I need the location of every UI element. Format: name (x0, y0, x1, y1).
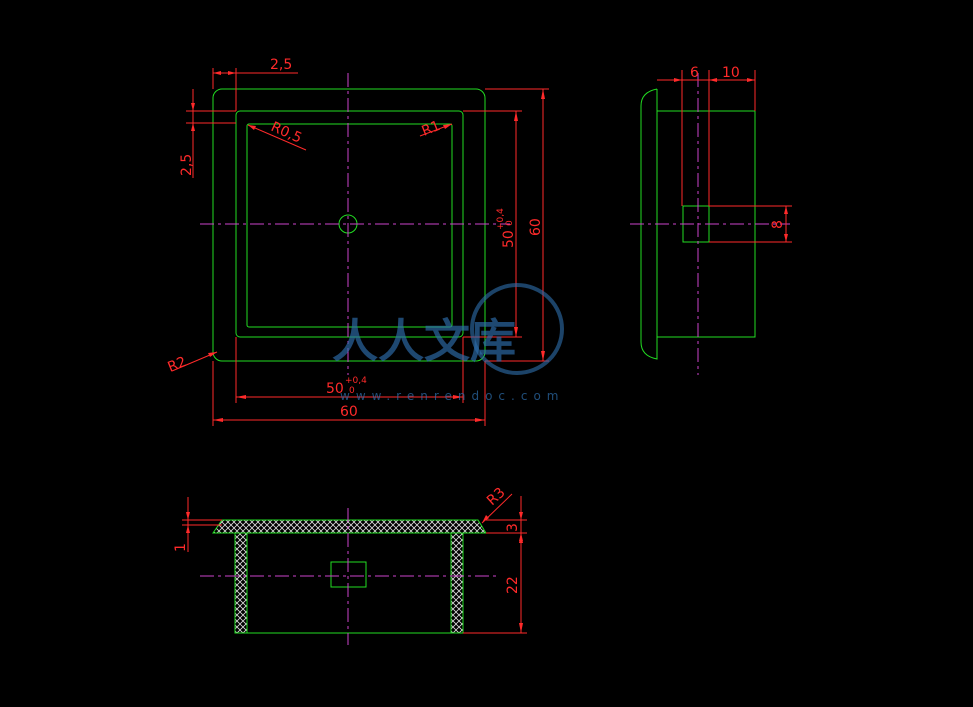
dim-inner-height: 50 +0,4 0 (463, 110, 522, 338)
radius-outer-corner: R2 (166, 351, 218, 376)
dim-outer-width-label: 60 (340, 404, 358, 420)
dim-side-top: 6 10 (657, 65, 756, 206)
dim-wall-top: 2,5 (212, 57, 298, 111)
dim-inner-width-tol-low: 0 (349, 386, 355, 396)
dim-wall-left-label: 2,5 (179, 154, 195, 176)
watermark-text: 人人文库 (332, 314, 516, 368)
dim-flange-thickness: 3 (486, 496, 527, 633)
watermark-ring (470, 283, 564, 375)
dim-inner-height-label: 50 (501, 230, 517, 248)
dim-flange-thickness-label: 3 (505, 523, 521, 532)
dim-boss-label: 8 (770, 220, 786, 229)
watermark: 人人文库 www.renrendoc.com (332, 283, 564, 403)
dim-inner-width-tol: +0,4 (345, 376, 367, 386)
dim-section-height-label: 22 (505, 576, 521, 594)
section-wall-left (234, 532, 248, 634)
side-flange-outline (640, 88, 658, 360)
dim-wall-offset: 1 (173, 497, 222, 552)
dim-wall-left: 2,5 (179, 89, 236, 178)
inner-opening (246, 123, 453, 328)
front-view: 2,5 2,5 R0,5 R1 R2 (166, 57, 549, 426)
dim-side-boss: 8 (709, 205, 792, 243)
dim-section-height: 22 (463, 533, 527, 634)
section-wall-right (450, 532, 464, 634)
dim-depth-label: 10 (722, 65, 740, 81)
dim-inner-height-tol: +0,4 (496, 208, 506, 230)
outer-outline (212, 88, 486, 362)
radius-flange: R3 (481, 485, 513, 524)
radius-inner-right-label: R1 (420, 118, 443, 140)
dim-wall-offset-label: 1 (173, 543, 189, 552)
watermark-url: www.renrendoc.com (340, 389, 564, 403)
dim-outer-height-label: 60 (528, 218, 544, 236)
radius-inner-corner-label: R0,5 (268, 119, 304, 147)
dim-wall-top-label: 2,5 (270, 57, 292, 73)
radius-outer-corner-label: R2 (166, 354, 189, 376)
radius-inner-right: R1 (420, 118, 453, 140)
dim-flange-label: 6 (690, 65, 699, 81)
dim-inner-width-label: 50 (326, 381, 344, 397)
radius-flange-label: R3 (484, 485, 509, 509)
section-flange (212, 519, 487, 534)
dim-outer-height: 60 (485, 88, 549, 362)
dim-inner-width: 50 +0,4 0 (235, 337, 464, 403)
dim-outer-width: 60 (212, 361, 486, 426)
section-view: R3 3 22 1 (173, 485, 527, 645)
dim-inner-height-tol-low: 0 (505, 220, 515, 226)
side-view: 6 10 8 (630, 65, 792, 375)
